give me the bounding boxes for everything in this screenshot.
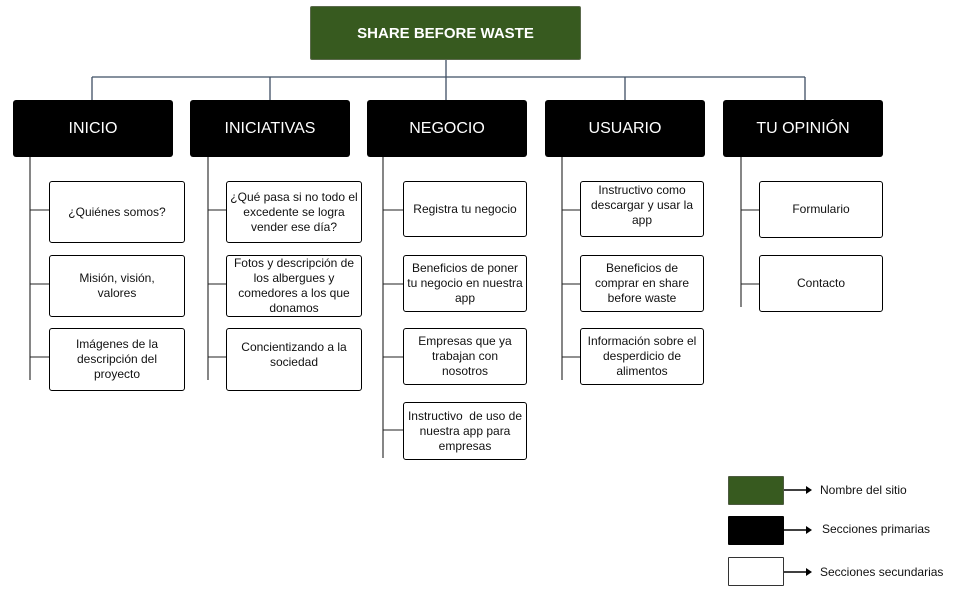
subsection-contacto: Contacto xyxy=(759,255,883,312)
legend-swatch-site xyxy=(728,476,784,505)
subsection-mision-vision: Misión, visión, valores xyxy=(49,255,185,317)
section-tu-opinion: TU OPINIÓN xyxy=(723,100,883,157)
subsection-label: Fotos y descripción de los albergues y c… xyxy=(233,256,355,315)
subsection-label: Registra tu negocio xyxy=(413,201,517,216)
subsection-instructivo-app: Instructivo como descargar y usar la app xyxy=(580,181,704,237)
section-title: INICIO xyxy=(68,119,118,137)
subsection-label: Formulario xyxy=(792,202,850,216)
subsection-label: ¿Qué pasa si no todo el excedente se log… xyxy=(230,189,358,234)
legend-swatch-primary xyxy=(728,516,784,545)
subsection-empresas: Empresas que ya trabajan con nosotros xyxy=(403,328,527,385)
subsection-label: Beneficios de comprar en share before wa… xyxy=(594,261,690,305)
subsection-beneficios-negocio: Beneficios de poner tu negocio en nuestr… xyxy=(403,255,527,312)
subsection-instructivo-empresas: Instructivo de uso de nuestra app para e… xyxy=(403,402,527,460)
subsection-concientizando: Concientizando a la sociedad xyxy=(226,328,362,391)
section-title: USUARIO xyxy=(588,119,662,137)
subsection-excedente: ¿Qué pasa si no todo el excedente se log… xyxy=(226,181,362,243)
subsection-label: Información sobre el desperdicio de alim… xyxy=(587,334,697,378)
site-name: SHARE BEFORE WASTE xyxy=(357,24,534,42)
legend-swatch-secondary xyxy=(728,557,784,586)
subsection-formulario: Formulario xyxy=(759,181,883,238)
subsection-label: Instructivo de uso de nuestra app para e… xyxy=(407,408,526,453)
section-title: TU OPINIÓN xyxy=(756,119,850,137)
subsection-label: Beneficios de poner tu negocio en nuestr… xyxy=(407,261,523,305)
section-title: INICIATIVAS xyxy=(224,119,316,137)
subsection-quienes-somos: ¿Quiénes somos? xyxy=(49,181,185,243)
subsection-imagenes: Imágenes de la descripción del proyecto xyxy=(49,328,185,391)
section-inicio: INICIO xyxy=(13,100,173,157)
subsection-label: Instructivo como descargar y usar la app xyxy=(590,182,694,227)
subsection-desperdicio: Información sobre el desperdicio de alim… xyxy=(580,328,704,385)
subsection-label: Empresas que ya trabajan con nosotros xyxy=(418,334,512,378)
subsection-label: Concientizando a la sociedad xyxy=(241,339,347,369)
subsection-albergues: Fotos y descripción de los albergues y c… xyxy=(226,255,362,317)
subsection-registra-negocio: Registra tu negocio xyxy=(403,181,527,237)
subsection-label: ¿Quiénes somos? xyxy=(68,204,166,219)
legend-label-primary: Secciones primarias xyxy=(822,522,931,536)
subsection-label: Misión, visión, valores xyxy=(79,271,155,300)
subsection-label: Contacto xyxy=(796,276,846,290)
legend-label-secondary: Secciones secundarias xyxy=(820,565,944,579)
legend-label-site: Nombre del sitio xyxy=(820,483,907,497)
section-negocio: NEGOCIO xyxy=(367,100,527,157)
site-name-box: SHARE BEFORE WASTE xyxy=(310,6,581,60)
subsection-label: Imágenes de la descripción del proyecto xyxy=(75,337,159,381)
section-usuario: USUARIO xyxy=(545,100,705,157)
subsection-beneficios-comprar: Beneficios de comprar en share before wa… xyxy=(580,255,704,312)
section-iniciativas: INICIATIVAS xyxy=(190,100,350,157)
section-title: NEGOCIO xyxy=(409,119,485,137)
